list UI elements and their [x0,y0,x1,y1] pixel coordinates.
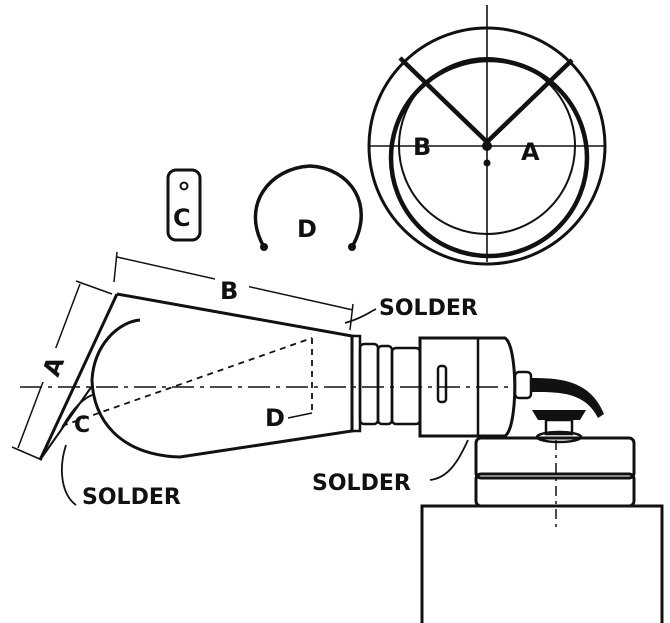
dim-b-label: B [220,277,238,305]
offset-circle [388,57,590,259]
knob-stem [544,418,574,436]
socket-ring-2 [376,344,394,426]
socket-body [390,346,422,426]
center-dot [482,141,492,151]
clip-label-c: C [173,204,191,232]
ring-arc [253,164,363,248]
clip-c: C [166,168,202,242]
dim-b-tick-left [113,251,118,283]
corner-c-arc [59,394,93,433]
power-cord [531,378,604,418]
solder-right-label: SOLDER [312,471,411,496]
dim-b-gap [215,276,249,302]
vee-line-right [485,58,574,144]
corner-label-c: C [74,413,90,438]
inner-label-d: D [265,404,285,432]
stand-block [420,504,664,623]
circle-view: B A [367,5,607,266]
stand-pad-top [474,436,636,480]
clip-hole [179,181,189,191]
flap-edge [38,293,119,461]
motor-switch [436,364,448,404]
dashed-diagonal [61,337,313,427]
clip-outline [166,168,202,242]
solder-top-label: SOLDER [379,296,478,321]
motor-assembly [350,334,604,444]
flap-fold [39,385,93,461]
dim-a-tick-bottom [11,446,43,461]
ring-end-right [348,243,356,251]
offset-center-dot [483,159,491,167]
ring-label-d: D [297,215,317,243]
ring-d: D [253,164,363,251]
inner-d-leader [287,412,313,419]
dim-b-tick-right [349,303,354,331]
reflector-outline [90,292,354,459]
stand [420,436,664,623]
socket-ring-1 [358,342,380,426]
knob-top [532,410,586,420]
dim-a-tick-top [75,280,113,295]
solder-right-leader [429,439,469,481]
solder-left-label: SOLDER [82,485,181,510]
circle-label-b: B [413,133,431,161]
outer-circle [367,26,607,266]
solder-top-leader [344,308,377,324]
cord-bushing [513,370,533,400]
ring-end-left [260,243,268,251]
circle-label-a: A [521,138,540,166]
vee-line-left [398,56,489,144]
dim-a-gap [36,348,60,382]
reflector-view: B A C D SOLDER SOLDER SOLDER [11,251,515,510]
solder-left-leader [61,444,77,506]
